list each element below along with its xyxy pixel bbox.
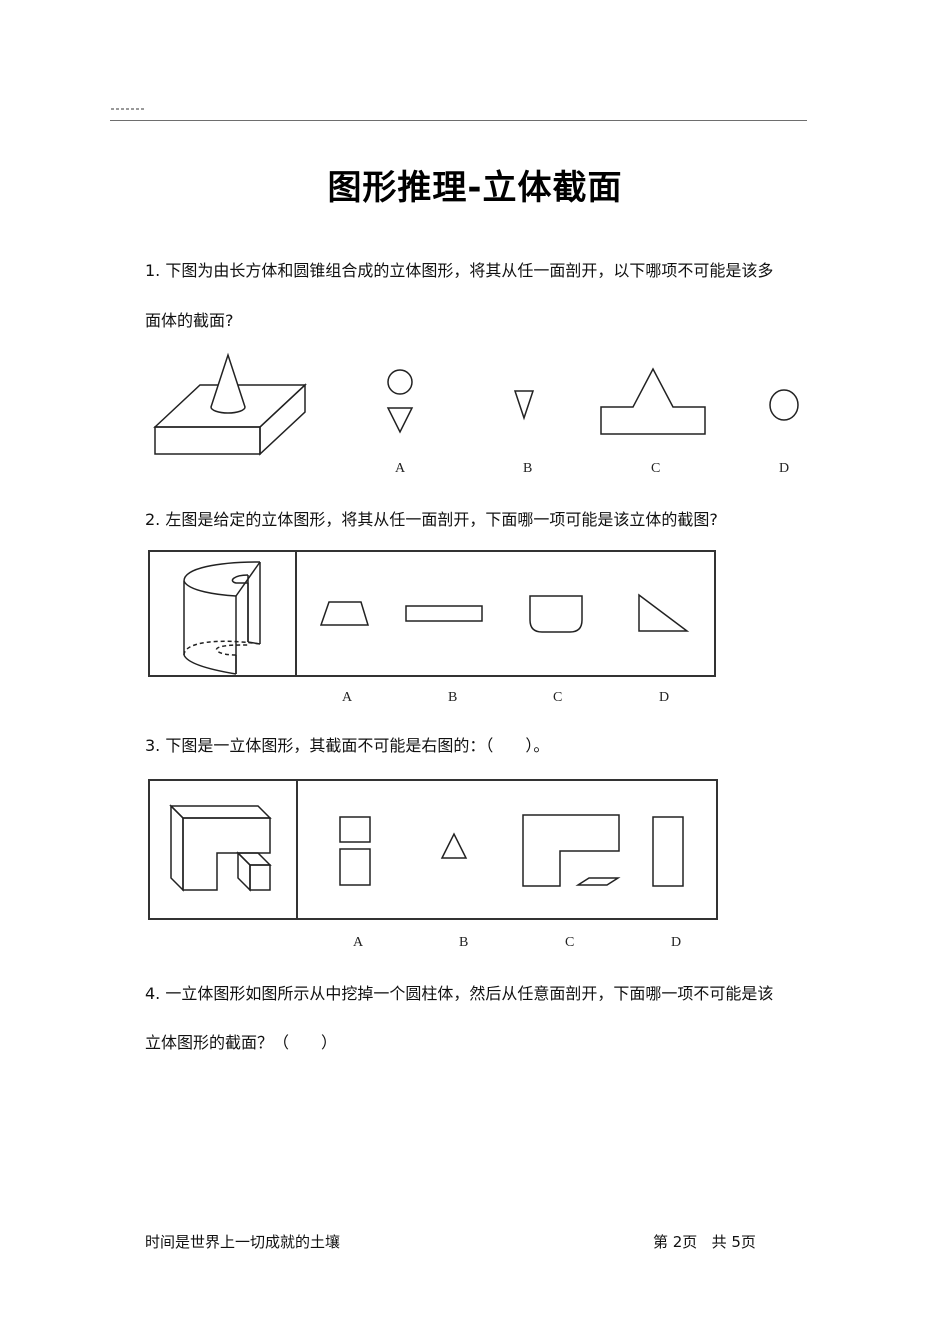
l-block-with-cube-figure [169,804,272,892]
question-3-line-1: 3. 下图是一立体图形，其截面不可能是右图的：（ ）。 [145,736,550,755]
question-3-figure [148,779,720,922]
option-label-d: D [671,935,682,950]
option-label-b: B [459,935,469,950]
option-d-shape [638,593,690,632]
option-c-shape [600,367,706,435]
option-label-c: C [553,690,563,705]
page-title: 图形推理-立体截面 [327,168,623,208]
prism-with-cone-figure [153,352,307,456]
option-b-shape [440,832,468,859]
option-c-shape [522,814,621,887]
header-mark [111,108,145,110]
option-a-shape [319,601,370,626]
option-label-c: C [651,461,661,476]
question-2-figure [148,550,718,678]
option-b-shape [405,605,483,622]
question-1-line-2: 面体的截面? [145,311,234,330]
option-label-c: C [565,935,575,950]
option-label-d: D [779,461,790,476]
footer-page-info: 第 2页 共 5页 [653,1233,756,1251]
option-label-a: A [353,935,364,950]
option-label-d: D [659,690,670,705]
header-rule [110,120,807,121]
option-d-shape [652,816,684,887]
option-label-b: B [523,461,533,476]
footer-motto: 时间是世界上一切成就的土壤 [145,1233,341,1251]
question-1-line-1: 1. 下图为由长方体和圆锥组合成的立体图形，将其从任一面剖开，以下哪项不可能是该… [145,261,774,280]
option-label-b: B [448,690,458,705]
hollow-half-cylinder-figure [183,561,261,675]
option-d-shape [769,389,799,421]
question-2-line-1: 2. 左图是给定的立体图形，将其从任一面剖开，下面哪一项可能是该立体的截图? [145,510,718,529]
option-a-shape [386,369,414,434]
question-1-figure [140,345,820,490]
option-label-a: A [342,690,353,705]
option-label-a: A [395,461,406,476]
question-4-line-2: 立体图形的截面？（ ） [145,1033,338,1052]
option-a-shape [339,816,371,886]
question-4-line-1: 4. 一立体图形如图所示从中挖掉一个圆柱体，然后从任意面剖开，下面哪一项不可能是… [145,984,774,1003]
option-c-shape [529,595,583,633]
option-b-shape [513,390,535,421]
